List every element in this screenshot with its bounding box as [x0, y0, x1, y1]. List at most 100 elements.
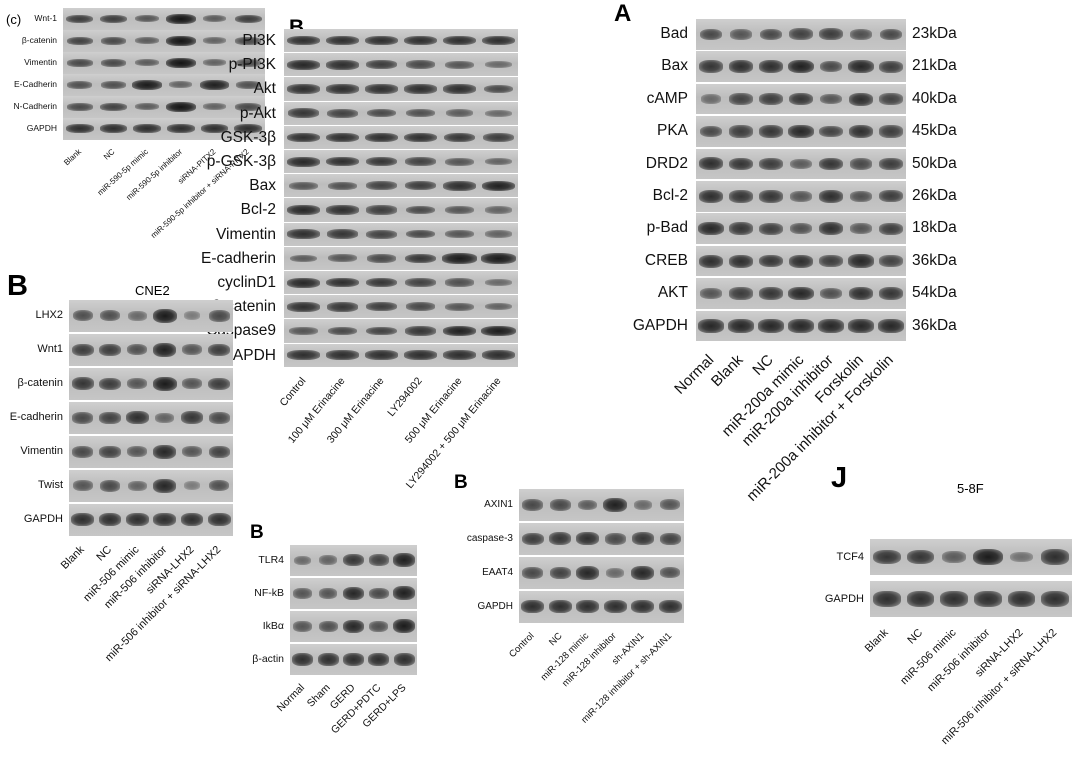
- blot-strip: [69, 300, 233, 332]
- molecular-weight-label: 18kDa: [912, 219, 957, 237]
- blot-band: [165, 35, 196, 46]
- blot-band: [207, 513, 231, 527]
- blot-band: [443, 180, 476, 191]
- blot-row-caspase-3: caspase-3: [467, 523, 684, 555]
- blot-band: [317, 652, 339, 666]
- blot-band: [699, 125, 723, 138]
- blot-band: [872, 591, 901, 607]
- blot-band: [549, 498, 571, 511]
- blot-band: [294, 555, 312, 565]
- lane-label: NC: [905, 626, 925, 647]
- blot-band: [879, 28, 903, 40]
- blot-strip: [63, 96, 265, 118]
- blot-band: [730, 29, 752, 40]
- blot-band: [548, 600, 572, 614]
- blot-band: [287, 301, 320, 312]
- blot-strip: [69, 436, 233, 468]
- blot-band: [698, 254, 724, 268]
- blot-band: [365, 35, 398, 46]
- blot-band: [603, 497, 628, 512]
- blot-band: [789, 28, 813, 41]
- blot-band: [879, 190, 903, 203]
- blot-band: [153, 444, 177, 459]
- blot-strip: [284, 101, 518, 125]
- blot-band: [369, 554, 389, 567]
- protein-label: PKA: [656, 122, 688, 140]
- blot-band: [879, 60, 903, 73]
- blot-band: [445, 302, 474, 311]
- protein-label: β-catenin: [17, 377, 63, 389]
- blot-row-pi3k: PI3K: [242, 29, 518, 53]
- blot-band: [202, 103, 227, 111]
- blot-band: [729, 125, 753, 138]
- molecular-weight-label: 36kDa: [912, 251, 957, 269]
- blot-band: [521, 600, 545, 614]
- blot-band: [879, 125, 903, 138]
- blot-strip: [284, 174, 518, 198]
- blot-band: [973, 591, 1002, 607]
- protein-label: cyclinD1: [217, 274, 276, 291]
- lane-label: Control: [277, 374, 309, 409]
- blot-strip: [69, 334, 233, 366]
- blot-band: [155, 412, 175, 423]
- blot-strip: [63, 30, 265, 52]
- blot-band: [443, 350, 476, 361]
- blot-band: [700, 94, 722, 104]
- blot-band: [292, 652, 314, 666]
- blot-band: [758, 319, 784, 333]
- blot-band: [819, 28, 843, 41]
- blot-band: [366, 108, 397, 118]
- protein-label: EAAT4: [482, 567, 513, 578]
- blot-band: [393, 586, 416, 601]
- blot-band: [603, 600, 627, 614]
- blot-band: [165, 13, 196, 24]
- blot-band: [483, 84, 514, 94]
- blot-band: [326, 277, 359, 288]
- panel-label-B-CNE2: B: [7, 270, 28, 302]
- blot-band: [485, 206, 512, 214]
- blot-band: [485, 157, 512, 166]
- blot-band: [848, 125, 874, 138]
- blot-band: [405, 229, 436, 239]
- blot-band: [759, 28, 783, 40]
- protein-label: Bad: [660, 25, 688, 42]
- blot-band: [578, 499, 598, 510]
- blot-band: [319, 555, 337, 566]
- blot-band: [788, 254, 814, 268]
- blot-band: [759, 157, 783, 170]
- blot-band: [848, 287, 874, 300]
- protein-label: Twist: [37, 479, 63, 491]
- blot-band: [326, 205, 359, 215]
- blot-band: [549, 532, 572, 546]
- blot-band: [234, 14, 262, 23]
- protein-label: E-cadherin: [9, 411, 63, 423]
- blot-band: [202, 59, 227, 67]
- blot-band: [98, 513, 122, 527]
- lane-label: NC: [94, 543, 115, 563]
- blot-band: [698, 157, 724, 171]
- protein-label: p-GSK-3β: [206, 153, 276, 170]
- blot-band: [99, 343, 121, 356]
- blot-band: [235, 58, 261, 67]
- blot-strip: [284, 29, 518, 53]
- blot-band: [660, 499, 681, 511]
- protein-label: GSK-3β: [220, 128, 276, 146]
- molecular-weight-label: 23kDa: [912, 25, 957, 42]
- blot-band: [366, 229, 397, 239]
- protein-label: Wnt-1: [34, 13, 57, 23]
- blot-band: [818, 319, 844, 333]
- blot-row-p-akt: p-Akt: [240, 101, 518, 125]
- blot-band: [729, 287, 753, 300]
- protein-label: LHX2: [35, 309, 63, 321]
- blot-band: [404, 326, 437, 336]
- protein-label: β-catenin: [21, 35, 57, 45]
- blot-band: [166, 124, 195, 134]
- blot-strip: [63, 8, 265, 30]
- blot-band: [521, 532, 544, 545]
- blot-band: [728, 222, 754, 235]
- molecular-weight-label: 50kDa: [912, 154, 957, 172]
- blot-band: [576, 565, 600, 580]
- protein-label: GAPDH: [23, 513, 63, 525]
- blot-band: [235, 102, 261, 111]
